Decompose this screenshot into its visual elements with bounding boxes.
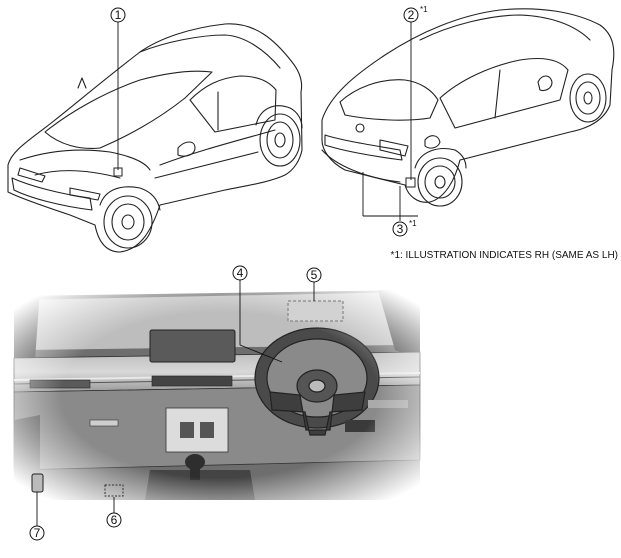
callout-7: 7 xyxy=(29,525,45,541)
rear-car-illustration xyxy=(321,8,615,207)
callout-1: 1 xyxy=(110,7,126,23)
front-car-illustration xyxy=(7,23,303,253)
svg-text:4: 4 xyxy=(237,266,244,280)
callout-2: 2 *1 xyxy=(403,5,428,23)
callout-6: 6 xyxy=(106,512,122,528)
item-6-location-box xyxy=(104,484,124,497)
item-2-component xyxy=(405,177,416,188)
leader-lines xyxy=(36,22,418,526)
svg-text:7: 7 xyxy=(34,526,41,540)
callout-5: 5 xyxy=(306,267,322,283)
svg-text:3: 3 xyxy=(397,222,404,236)
svg-text:6: 6 xyxy=(111,513,118,527)
svg-text:1: 1 xyxy=(115,8,122,22)
callout-4: 4 xyxy=(232,265,248,281)
svg-text:*1: *1 xyxy=(409,219,417,228)
footnote-text: *1: ILLUSTRATION INDICATES RH (SAME AS L… xyxy=(391,250,618,261)
item-5-location-box xyxy=(287,300,344,322)
svg-text:*1: *1 xyxy=(420,5,428,14)
item-7-component xyxy=(31,473,44,493)
svg-text:5: 5 xyxy=(311,268,318,282)
dashboard-illustration xyxy=(0,280,440,510)
callout-3: 3 *1 xyxy=(392,219,417,237)
svg-text:2: 2 xyxy=(408,8,415,22)
